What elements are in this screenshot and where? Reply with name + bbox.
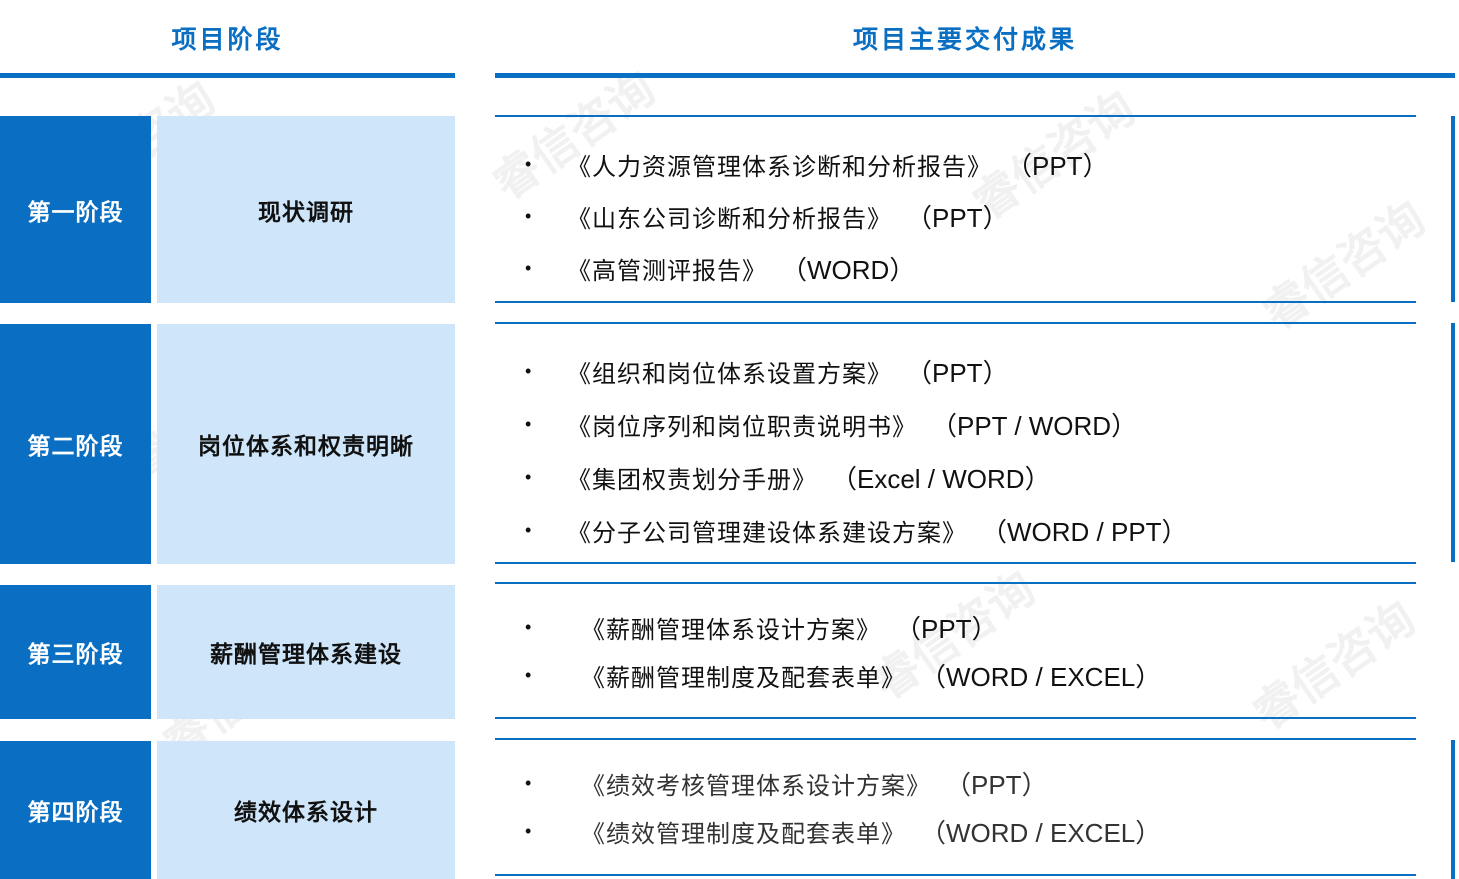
- stage-topic: 薪酬管理体系建设: [157, 585, 455, 719]
- deliverable-name: 《薪酬管理制度及配套表单》: [581, 663, 906, 692]
- deliverable-name: 《人力资源管理体系诊断和分析报告》: [567, 152, 992, 181]
- stage-rule-bottom: [495, 562, 1416, 564]
- deliverable-item: • 《人力资源管理体系诊断和分析报告》 （PPT）: [525, 138, 1109, 190]
- bullet-icon: •: [525, 616, 532, 637]
- deliverable-format: （Excel / WORD）: [831, 464, 1051, 494]
- stage-side-bar: [1451, 323, 1455, 562]
- stage-rule-top: [495, 322, 1416, 324]
- bullet-icon: •: [525, 414, 532, 434]
- deliverable-item: • 《组织和岗位体系设置方案》 （PPT）: [525, 345, 1188, 398]
- deliverable-item: • 《绩效考核管理体系设计方案》 （PPT）: [525, 759, 1161, 807]
- stage-topic: 绩效体系设计: [157, 741, 455, 879]
- bullet-icon: •: [525, 205, 532, 226]
- stage-side-bar: [1451, 116, 1455, 302]
- deliverable-item: • 《高管测评报告》 （WORD）: [525, 242, 1109, 294]
- deliverables-list: • 《绩效考核管理体系设计方案》 （PPT） • 《绩效管理制度及配套表单》 （…: [525, 759, 1161, 855]
- stage-side-bar: [1451, 740, 1455, 879]
- deliverables-list: • 《人力资源管理体系诊断和分析报告》 （PPT） • 《山东公司诊断和分析报告…: [525, 138, 1109, 294]
- deliverable-item: • 《薪酬管理体系设计方案》 （PPT）: [525, 603, 1161, 651]
- stage-rule-bottom: [495, 874, 1416, 876]
- bullet-icon: •: [525, 772, 532, 793]
- deliverable-format: （PPT）: [895, 613, 998, 644]
- stage-rule-bottom: [495, 301, 1416, 303]
- stage-topic: 岗位体系和权责明晰: [157, 324, 455, 564]
- header-rule-right: [495, 73, 1455, 78]
- deliverable-item: • 《岗位序列和岗位职责说明书》 （PPT / WORD）: [525, 398, 1188, 451]
- deliverables-list: • 《组织和岗位体系设置方案》 （PPT） • 《岗位序列和岗位职责说明书》 （…: [525, 345, 1188, 557]
- stage-rule-top: [495, 582, 1416, 584]
- deliverable-format: （PPT）: [1006, 150, 1109, 181]
- deliverable-format: （PPT）: [945, 769, 1048, 800]
- bullet-icon: •: [525, 664, 532, 685]
- stage-label: 第二阶段: [0, 324, 151, 564]
- deliverable-name: 《薪酬管理体系设计方案》: [581, 615, 881, 644]
- deliverable-item: • 《绩效管理制度及配套表单》 （WORD / EXCEL）: [525, 807, 1161, 855]
- bullet-icon: •: [525, 361, 532, 381]
- deliverable-name: 《绩效考核管理体系设计方案》: [581, 771, 931, 800]
- deliverable-name: 《集团权责划分手册》: [567, 466, 817, 494]
- stage-rule-bottom: [495, 717, 1416, 719]
- deliverable-item: • 《薪酬管理制度及配套表单》 （WORD / EXCEL）: [525, 651, 1161, 699]
- deliverable-item: • 《山东公司诊断和分析报告》 （PPT）: [525, 190, 1109, 242]
- stage-topic: 现状调研: [157, 116, 455, 303]
- deliverable-format: （PPT）: [906, 202, 1009, 233]
- deliverable-name: 《绩效管理制度及配套表单》: [581, 819, 906, 848]
- deliverable-format: （WORD / EXCEL）: [920, 661, 1162, 692]
- header-rule-left: [0, 73, 455, 78]
- deliverable-name: 《分子公司管理建设体系建设方案》: [567, 519, 967, 547]
- stage-rule-top: [495, 738, 1416, 740]
- deliverable-format: （WORD）: [781, 254, 916, 285]
- bullet-icon: •: [525, 467, 532, 487]
- stage-rule-top: [495, 115, 1416, 117]
- watermark: 睿信咨询: [1252, 190, 1435, 341]
- deliverables-list: • 《薪酬管理体系设计方案》 （PPT） • 《薪酬管理制度及配套表单》 （WO…: [525, 603, 1161, 699]
- deliverables-column-title: 项目主要交付成果: [852, 25, 1077, 54]
- bullet-icon: •: [525, 153, 532, 174]
- bullet-icon: •: [525, 257, 532, 278]
- deliverable-format: （PPT / WORD）: [931, 411, 1138, 441]
- deliverable-name: 《山东公司诊断和分析报告》: [567, 204, 892, 233]
- stage-label: 第三阶段: [0, 585, 151, 719]
- bullet-icon: •: [525, 820, 532, 841]
- deliverable-item: • 《分子公司管理建设体系建设方案》 （WORD / PPT）: [525, 504, 1188, 557]
- deliverable-item: • 《集团权责划分手册》 （Excel / WORD）: [525, 451, 1188, 504]
- deliverable-name: 《组织和岗位体系设置方案》: [567, 360, 892, 388]
- deliverable-format: （PPT）: [906, 358, 1009, 388]
- bullet-icon: •: [525, 520, 532, 540]
- deliverable-name: 《高管测评报告》: [567, 256, 767, 285]
- deliverable-format: （WORD / EXCEL）: [920, 817, 1162, 848]
- stage-label: 第一阶段: [0, 116, 151, 303]
- deliverable-name: 《岗位序列和岗位职责说明书》: [567, 413, 917, 441]
- stage-label: 第四阶段: [0, 741, 151, 879]
- deliverable-format: （WORD / PPT）: [981, 517, 1188, 547]
- stage-column-title: 项目阶段: [171, 25, 284, 54]
